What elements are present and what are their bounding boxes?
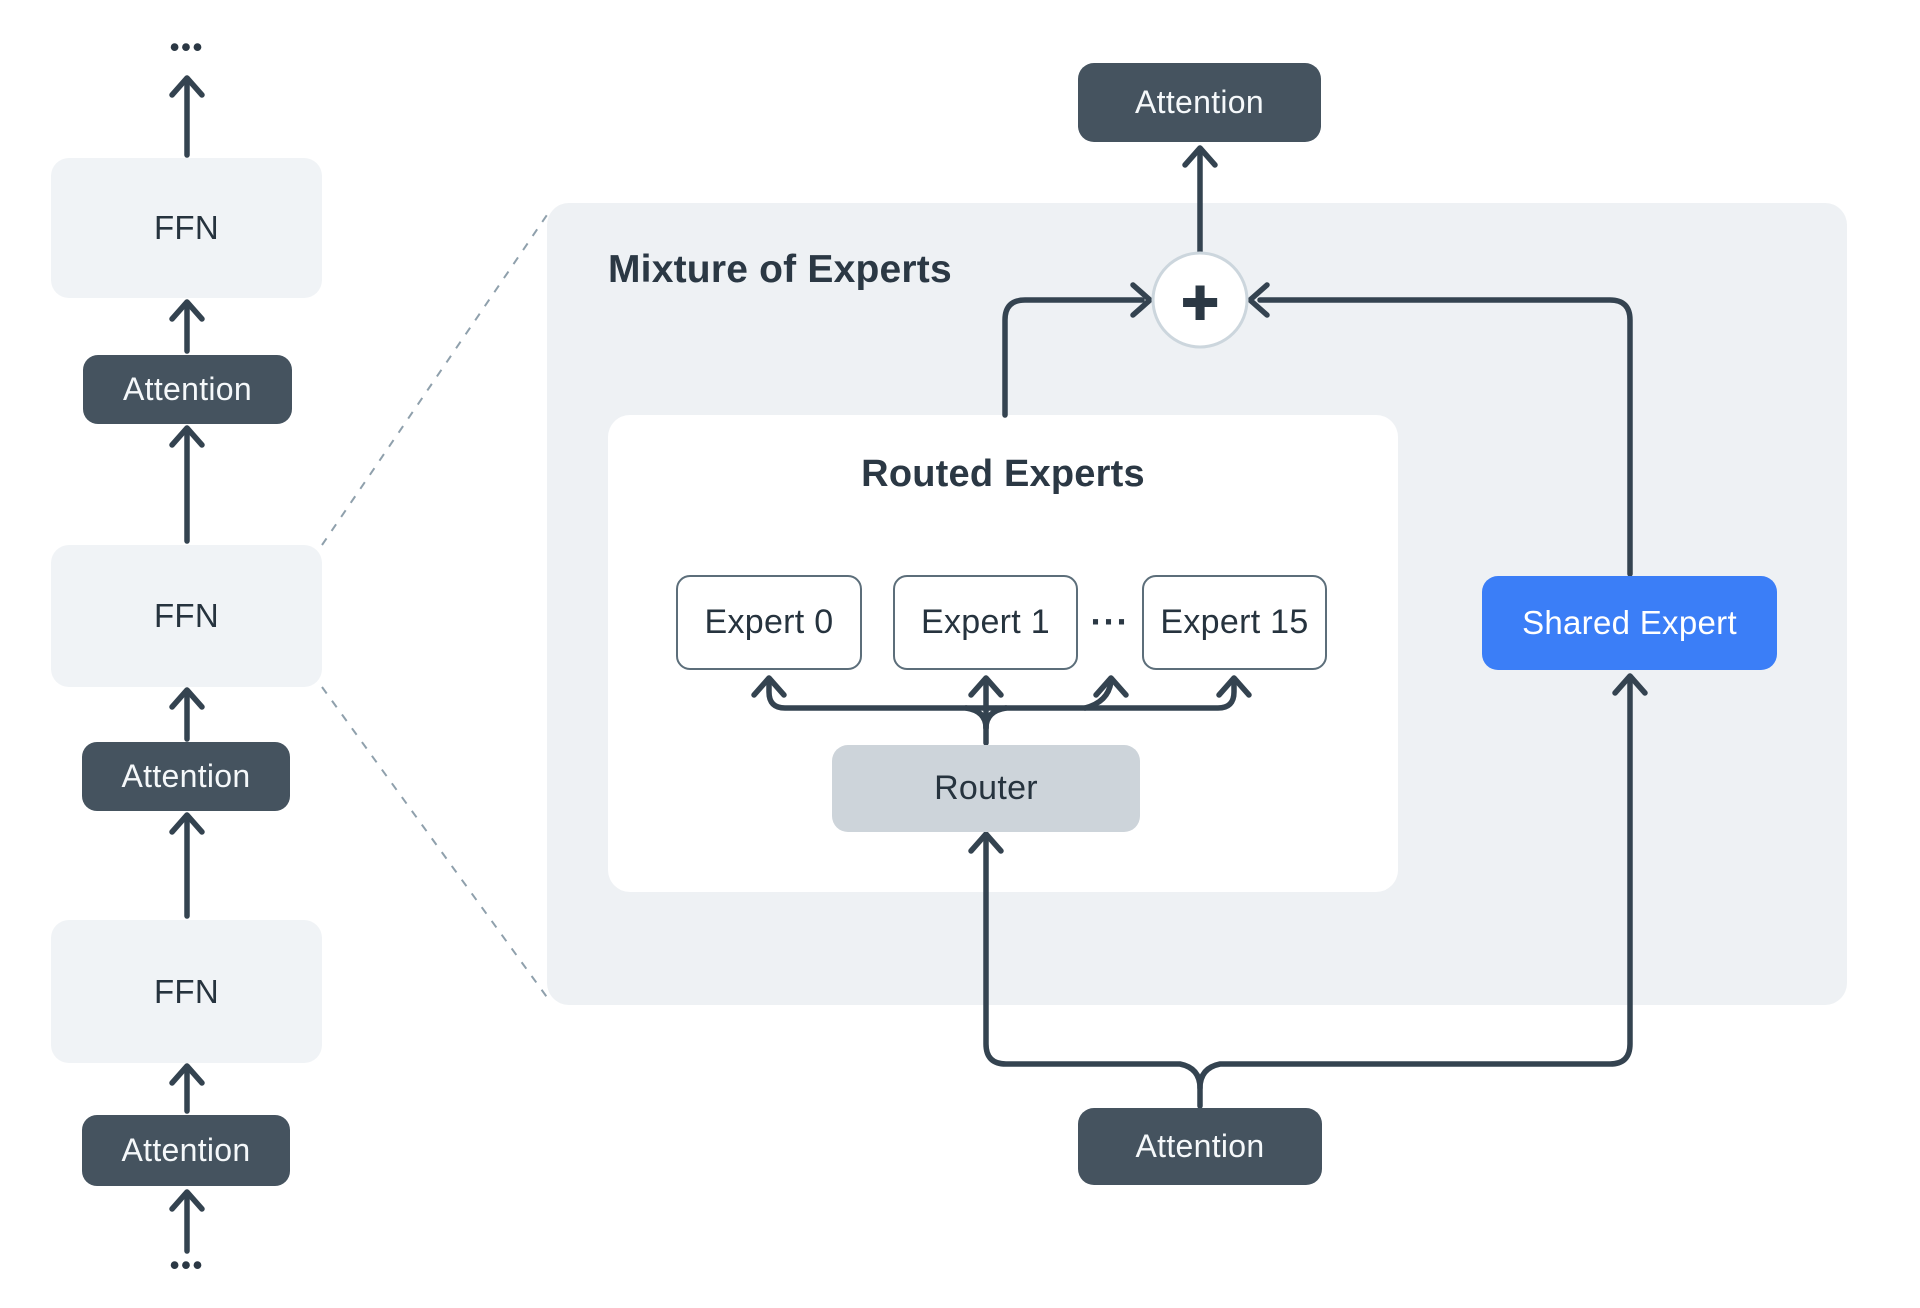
sum-circle xyxy=(1151,251,1249,349)
attention-block-3: Attention xyxy=(82,1115,290,1186)
routed-experts-title: Routed Experts xyxy=(861,453,1145,495)
ffn-block-1: FFN xyxy=(51,158,322,298)
routed-output-arrow xyxy=(1002,282,1153,418)
expert-0-box: Expert 0 xyxy=(676,575,862,670)
attention-block-1: Attention xyxy=(83,355,292,424)
sum-output-arrow xyxy=(1182,145,1218,255)
plus-icon: + xyxy=(1181,266,1218,338)
left-stack-arrows xyxy=(169,75,205,1254)
ffn-block-2-expanded: FFN xyxy=(51,545,322,687)
attention-input-box: Attention xyxy=(1078,1108,1322,1185)
moe-panel-title: Mixture of Experts xyxy=(608,248,952,291)
attention-block-2: Attention xyxy=(82,742,290,811)
attention-split-arrows xyxy=(968,673,1648,1109)
stack-continues-top-dots: ••• xyxy=(169,32,205,62)
router-to-experts-bracket xyxy=(751,675,1252,746)
attention-output-box: Attention xyxy=(1078,63,1321,142)
zoom-guide-dashed-lines xyxy=(321,211,550,1001)
stack-continues-bottom-dots: ••• xyxy=(169,1250,205,1280)
experts-ellipsis-dots: ··· xyxy=(1090,601,1130,642)
sum-node: + xyxy=(1151,251,1249,349)
router-box: Router xyxy=(832,745,1140,832)
expert-15-box: Expert 15 xyxy=(1142,575,1327,670)
ffn-block-3: FFN xyxy=(51,920,322,1063)
shared-output-arrow xyxy=(1247,282,1633,577)
shared-expert-box: Shared Expert xyxy=(1482,576,1777,670)
expert-1-box: Expert 1 xyxy=(893,575,1078,670)
